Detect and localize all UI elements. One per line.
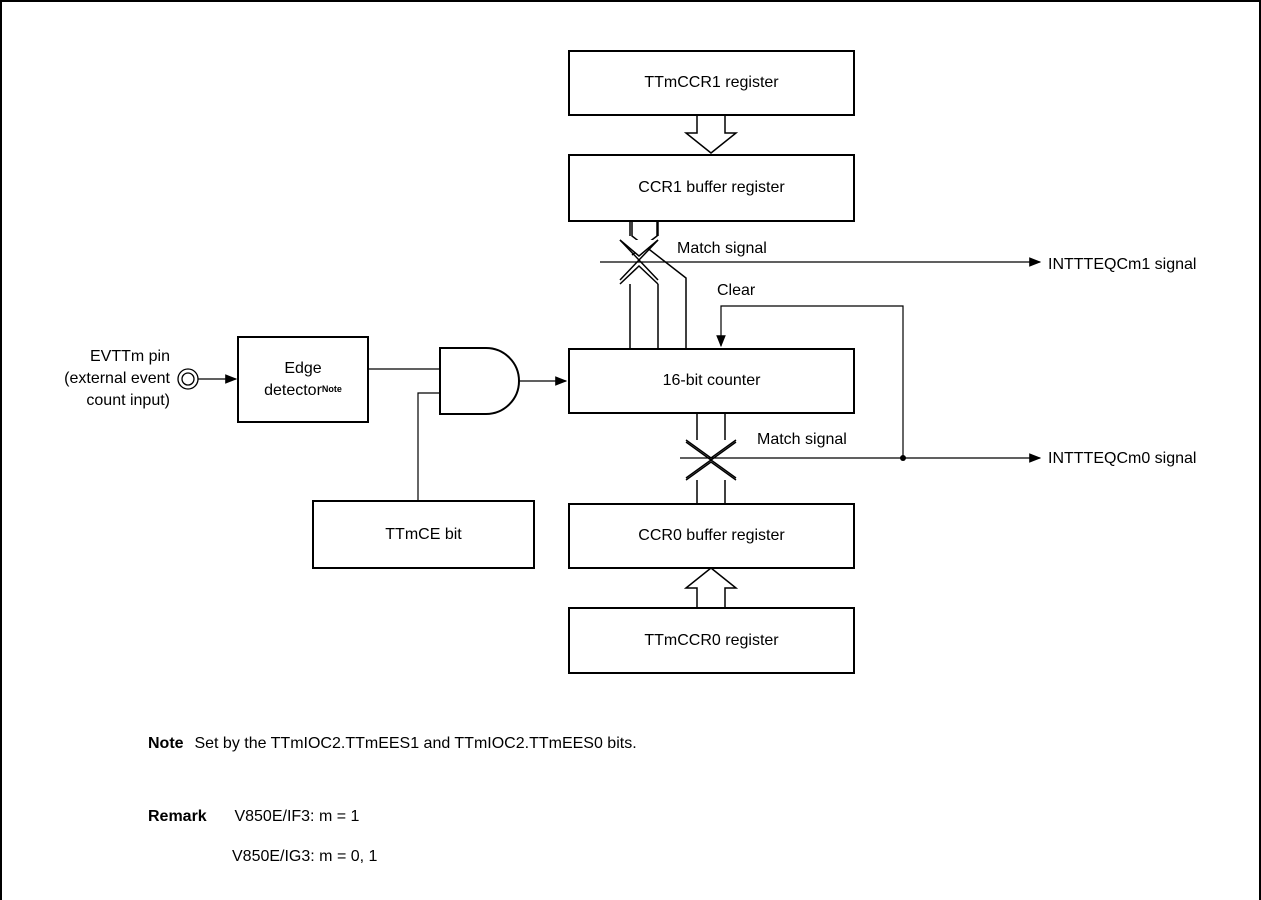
clear-label: Clear	[717, 282, 756, 299]
pin-line1: EVTTm pin	[89, 348, 170, 365]
ce-to-and	[417, 392, 440, 500]
remark-text-2: V850E/IG3: m = 0, 1	[232, 848, 378, 865]
edge-label-line2: detectorNote	[264, 380, 342, 402]
bus-lower-uparrow	[685, 461, 737, 481]
ccr1-buffer-block: CCR1 buffer register	[568, 154, 855, 222]
remark-text-1: V850E/IF3: m = 1	[234, 808, 360, 825]
ttmce-bit-block: TTmCE bit	[312, 500, 535, 569]
pin-line3: count input)	[86, 392, 170, 409]
ttmccr1-label: TTmCCR1 register	[644, 74, 779, 91]
bus-upper-stem	[629, 284, 659, 348]
inttteqcm1-label: INTTTEQCm1 signal	[1048, 256, 1197, 273]
ccr0-buffer-block: CCR0 buffer register	[568, 503, 855, 569]
ttmce-label: TTmCE bit	[385, 525, 462, 543]
bus-arrow-ccr0-to-buffer	[683, 567, 739, 608]
remark-label: Remark	[148, 808, 207, 825]
ttmccr0-register-block: TTmCCR0 register	[568, 607, 855, 674]
bus-upper-x	[619, 239, 659, 281]
bus-arrow-ccr1-to-buffer	[683, 116, 739, 154]
ttmccr1-register-block: TTmCCR1 register	[568, 50, 855, 116]
pin-line2: (external event	[64, 370, 170, 387]
bus-upper-left	[629, 222, 659, 236]
bus-lower-x	[685, 441, 737, 479]
counter-block: 16-bit counter	[568, 348, 855, 414]
and-gate	[439, 347, 520, 415]
edge-detector-block: Edge detectorNote	[237, 336, 369, 423]
bus-lower-downarrow	[685, 439, 737, 459]
clear-path	[716, 305, 904, 458]
bus-lower-stem-bottom	[696, 480, 726, 504]
edge-detector-text: detector	[264, 381, 322, 399]
note-label: Note	[148, 735, 184, 752]
evttm-pin-label: EVTTm pin (external event count input)	[40, 346, 170, 412]
remark-line1: Remark V850E/IF3: m = 1	[148, 808, 359, 826]
counter-label: 16-bit counter	[662, 372, 761, 389]
bus-upper-uparrow	[619, 264, 659, 285]
ccr0-buffer-label: CCR0 buffer register	[638, 527, 785, 544]
edge-label-line1: Edge	[284, 359, 322, 377]
edge-note-sup: Note	[321, 383, 342, 394]
match-signal-lower-label: Match signal	[757, 431, 847, 448]
ttmccr0-label: TTmCCR0 register	[644, 631, 779, 649]
ccr1-buffer-label: CCR1 buffer register	[638, 179, 785, 196]
bus-upper-arrowhead	[619, 239, 659, 257]
note-text: Set by the TTmIOC2.TTmEES1 and TTmIOC2.T…	[194, 735, 637, 752]
note-line: Note Set by the TTmIOC2.TTmEES1 and TTmI…	[148, 735, 637, 753]
inttteqcm0-label: INTTTEQCm0 signal	[1048, 450, 1197, 467]
match-signal-upper-label: Match signal	[677, 240, 767, 257]
pin-inner	[181, 372, 195, 386]
remark-line2: V850E/IG3: m = 0, 1	[232, 848, 377, 866]
bus-lower-stem-top	[696, 414, 726, 440]
